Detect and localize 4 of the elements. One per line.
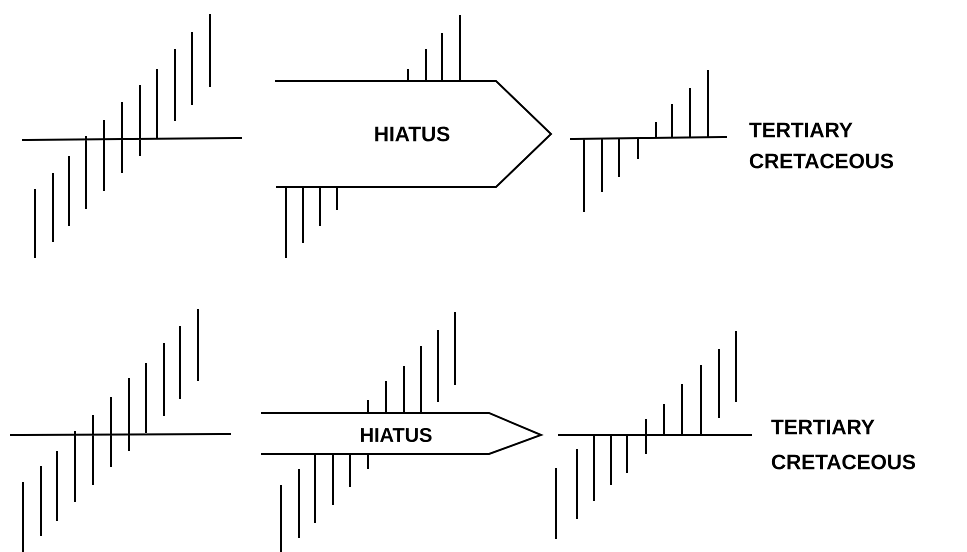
stratum-label: CRETACEOUS [772,454,916,470]
stratum-label: TERTIARY [749,122,852,138]
stratum-label: CRETACEOUS [750,154,894,168]
stratum-label: TERTIARY [771,420,874,434]
